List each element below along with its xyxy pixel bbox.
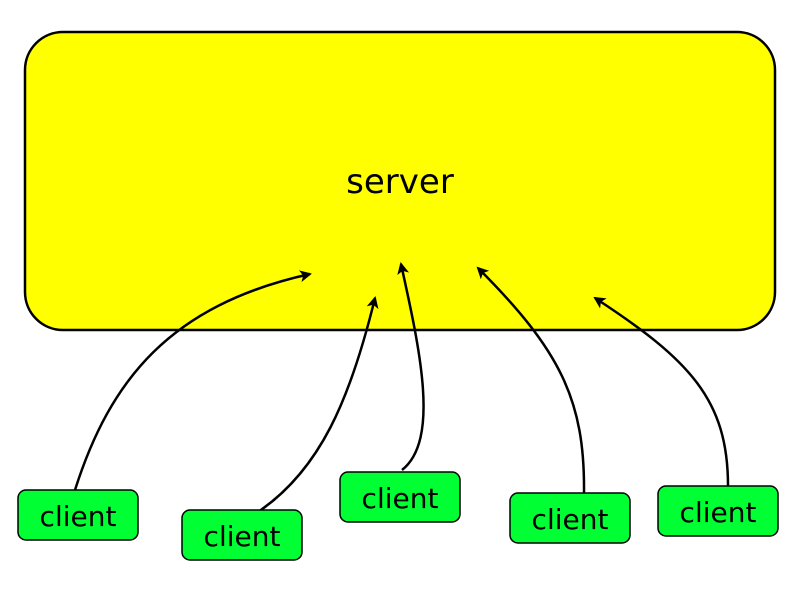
client-label: client — [40, 500, 117, 533]
client-box — [339, 471, 461, 523]
client-node-1: client — [17, 489, 139, 541]
connection-arrow-5 — [593, 296, 730, 487]
client-label: client — [680, 496, 757, 529]
client-box — [657, 485, 779, 537]
connections — [73, 262, 730, 514]
client-node-4: client — [509, 492, 631, 544]
client-box — [509, 492, 631, 544]
connection-arrow-4 — [476, 266, 586, 494]
connection-arrow-1 — [73, 270, 312, 491]
client-node-3: client — [339, 471, 461, 523]
connection-arrow-3 — [397, 262, 425, 471]
server-node: server — [23, 30, 777, 332]
client-node-5: client — [657, 485, 779, 537]
client-label: client — [532, 503, 609, 536]
server-label: server — [346, 162, 454, 202]
client-label: client — [362, 482, 439, 515]
client-label: client — [204, 520, 281, 553]
client-box — [181, 509, 303, 561]
client-box — [17, 489, 139, 541]
server-box — [23, 30, 777, 332]
connection-arrow-2 — [257, 296, 379, 514]
client-node-2: client — [181, 509, 303, 561]
